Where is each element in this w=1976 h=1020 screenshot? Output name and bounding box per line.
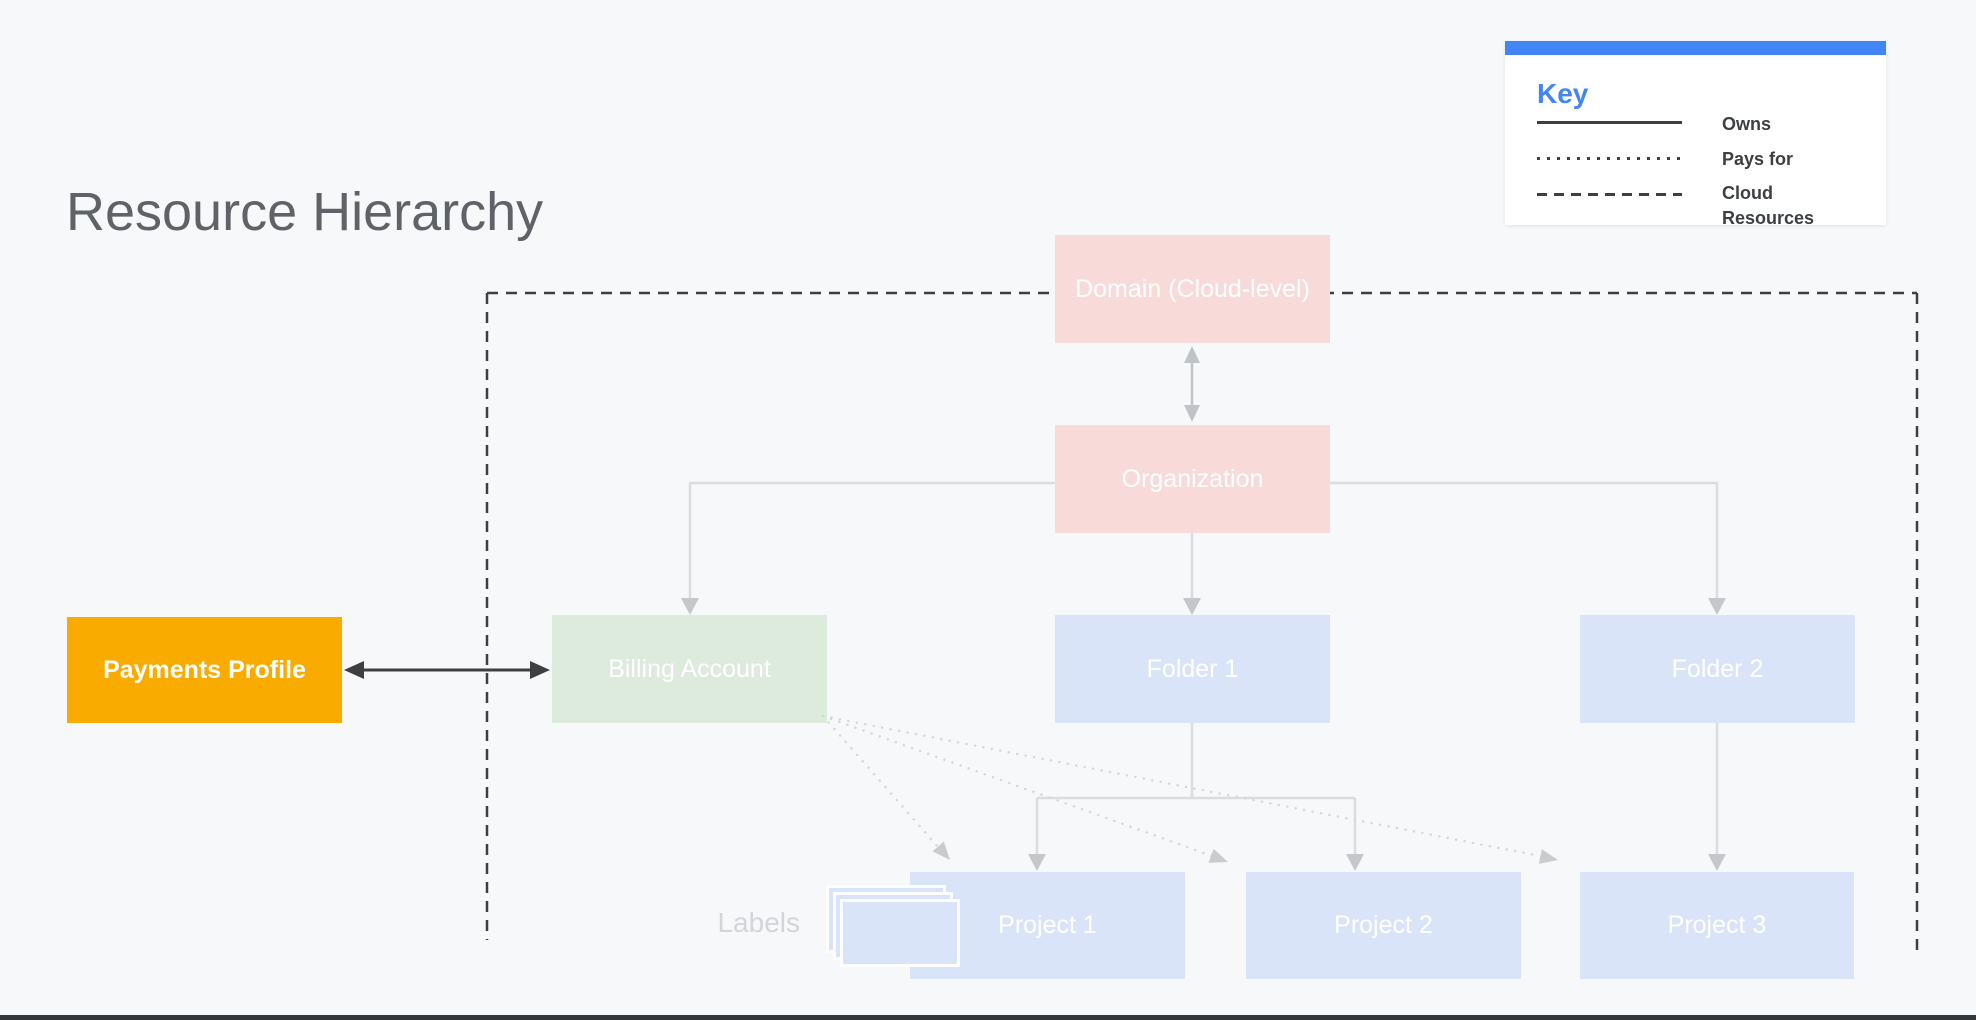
node-organization-label: Organization <box>1121 464 1264 493</box>
arrowhead-folder1-project1 <box>1028 854 1046 871</box>
node-project-3: Project 3 <box>1580 872 1854 979</box>
owns-connector-org-folder2 <box>1330 481 1719 600</box>
node-project-1-label: Project 1 <box>998 911 1097 939</box>
node-payments-profile-label: Payments Profile <box>103 655 306 684</box>
node-billing-account: Billing Account <box>552 615 827 723</box>
labels-caption: Labels <box>717 907 800 938</box>
labels-stack-icon <box>840 899 960 967</box>
arrowhead-folder2-project3 <box>1708 854 1726 871</box>
node-folder-1: Folder 1 <box>1055 615 1330 723</box>
node-project-2: Project 2 <box>1246 872 1521 979</box>
node-folder-1-label: Folder 1 <box>1146 654 1239 683</box>
arrowhead-domain-org-up <box>1184 346 1200 363</box>
legend-dotted-line-sample <box>1537 157 1682 160</box>
owns-connector-folder1-projects <box>1035 723 1357 857</box>
pays-for-arrowhead-project3 <box>1538 849 1558 864</box>
legend-label-owns: Owns <box>1722 114 1772 134</box>
node-domain: Domain (Cloud-level) <box>1055 235 1330 343</box>
node-organization: Organization <box>1055 425 1330 533</box>
page-title: Resource Hierarchy <box>66 182 544 242</box>
arrowhead-payments-left <box>344 661 364 679</box>
legend-solid-line-sample <box>1537 121 1682 124</box>
legend-label-pays-for: Pays for <box>1722 149 1794 169</box>
node-project-2-label: Project 2 <box>1334 911 1433 939</box>
legend-accent-bar <box>1505 41 1886 55</box>
node-billing-account-label: Billing Account <box>608 654 771 683</box>
legend-title: Key <box>1537 78 1589 109</box>
node-domain-label: Domain (Cloud-level) <box>1075 274 1310 303</box>
arrowhead-org-billing <box>681 598 699 615</box>
legend-card: Key Owns Pays for Cloud Resources <box>1505 41 1886 228</box>
node-payments-profile: Payments Profile <box>67 617 342 723</box>
node-folder-2-label: Folder 2 <box>1671 654 1764 683</box>
node-project-3-label: Project 3 <box>1667 911 1767 939</box>
bottom-edge-strip <box>0 1015 1976 1020</box>
pays-for-line-project2 <box>821 714 1214 858</box>
owns-connector-org-billing <box>688 481 1055 600</box>
arrowhead-payments-right <box>530 661 550 679</box>
pays-for-line-project1 <box>821 714 940 849</box>
arrowhead-org-folder2 <box>1708 598 1726 615</box>
pays-for-line-project3 <box>821 714 1542 858</box>
node-folder-2: Folder 2 <box>1580 615 1855 723</box>
arrowhead-folder1-project2 <box>1346 854 1364 871</box>
legend-label-cloud-resources: Cloud Resources <box>1722 183 1815 228</box>
arrowhead-domain-org-down <box>1184 405 1200 422</box>
legend-dashed-line-sample <box>1537 193 1682 196</box>
pays-for-arrowhead-project1 <box>932 841 950 860</box>
pays-for-arrowhead-project2 <box>1208 848 1228 863</box>
arrowhead-org-folder1 <box>1183 598 1201 615</box>
